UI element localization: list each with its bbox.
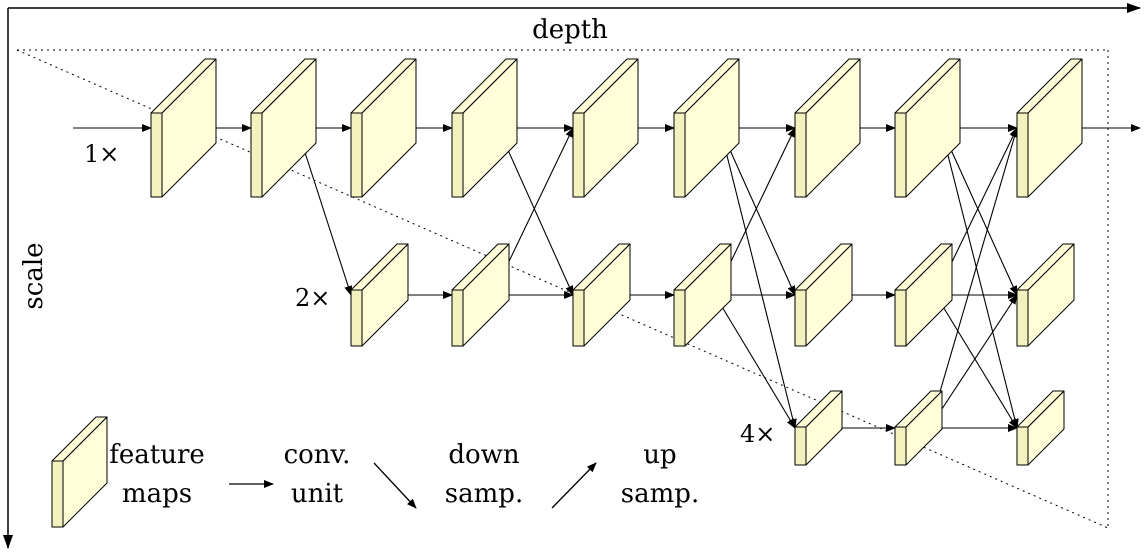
scale-label-2x: 2×	[295, 284, 330, 312]
feature-map-r0-c3	[451, 58, 518, 198]
edge-c7-r2-to-c8-r1	[928, 294, 1018, 429]
depth-axis-label: depth	[532, 15, 608, 45]
feature-map-r0-c1	[250, 58, 317, 198]
feature-map-r1-c7	[894, 243, 953, 347]
feature-map-r0-c6	[794, 58, 861, 198]
feature-map-r0-c5	[673, 58, 740, 198]
scale-axis-label: scale	[19, 242, 49, 309]
feature-map-r2-c8	[1016, 390, 1065, 466]
legend-down-arrow-icon	[373, 462, 417, 509]
feature-map-r2-c7	[894, 390, 943, 466]
feature-map-r1-c5	[673, 243, 732, 347]
edge-c7-r0-to-c8-r2	[940, 127, 1019, 429]
edge-c5-r1-to-c6-r2	[714, 294, 796, 429]
feature-map-r0-c4	[572, 58, 639, 198]
legend-conv-label-2: unit	[291, 479, 344, 509]
edge-c7-r2-to-c8-r0	[928, 127, 1019, 429]
feature-map-r1-c8	[1016, 243, 1075, 347]
scale-label-1x: 1×	[84, 140, 119, 168]
legend: feature maps conv. unit down samp. up sa…	[51, 416, 699, 528]
feature-map-r1-c3	[451, 243, 510, 347]
edge-c7-r0-to-c8-r1	[940, 127, 1018, 296]
feature-map-r0-c2	[350, 58, 417, 198]
legend-conv-label-1: conv.	[284, 440, 351, 470]
feature-map-r2-c6	[794, 390, 843, 466]
legend-feature-map-icon	[51, 416, 108, 528]
feature-map-r0-c8	[1016, 58, 1083, 198]
feature-maps	[150, 58, 1083, 466]
edge-c1-r0-to-c2-r1	[296, 127, 353, 296]
legend-down-label-1: down	[448, 440, 520, 470]
edge-c3-r0-to-c4-r1	[497, 127, 574, 296]
legend-up-label-2: samp.	[621, 479, 699, 509]
legend-feature-label-2: maps	[122, 479, 192, 509]
legend-up-label-1: up	[643, 440, 676, 470]
feature-map-r1-c4	[572, 243, 631, 347]
feature-map-r0-c0	[150, 58, 217, 198]
edge-c5-r0-to-c6-r1	[719, 127, 796, 296]
legend-feature-label-1: feature	[109, 440, 205, 470]
scale-label-4x: 4×	[740, 420, 775, 448]
feature-map-r1-c6	[794, 243, 853, 347]
legend-up-arrow-icon	[551, 462, 597, 509]
feature-map-r1-c2	[350, 243, 409, 347]
legend-down-label-2: samp.	[445, 479, 523, 509]
edge-c5-r0-to-c6-r2	[719, 127, 797, 429]
feature-map-r0-c7	[894, 58, 961, 198]
edge-c7-r1-to-c8-r2	[935, 294, 1018, 429]
legend-feature-map-shape	[51, 416, 108, 528]
